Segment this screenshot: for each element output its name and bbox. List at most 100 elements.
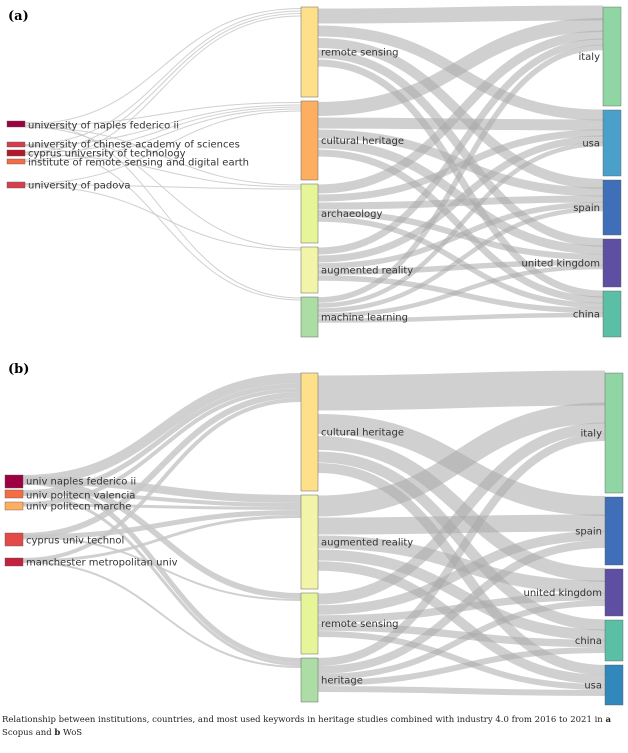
link-university-of-naples-federico-ii-to-machine-learning xyxy=(24,122,302,299)
link-university-of-naples-federico-ii-to-augmented-reality xyxy=(24,126,302,249)
keyword-node-machine-learning[interactable] xyxy=(300,296,319,338)
figure-caption: Relationship between institutions, count… xyxy=(2,714,622,740)
link-augmented-reality-to-italy xyxy=(317,402,606,517)
link-heritage-to-usa xyxy=(317,686,606,696)
link-augmented-reality-to-usa xyxy=(317,561,606,685)
country-node-spain[interactable] xyxy=(604,496,624,566)
links-layer xyxy=(22,370,606,696)
keyword-label-archaeology: archaeology xyxy=(321,209,382,220)
link-augmented-reality-to-usa xyxy=(317,135,604,263)
institution-label-cyprus-univ-technol: cyprus univ technol xyxy=(26,536,124,547)
institution-node-univ-naples-federico-ii[interactable] xyxy=(4,474,24,489)
institution-label-univ-naples-federico-ii: univ naples federico ii xyxy=(26,477,136,488)
institution-label-manchester-metropolitan-univ: manchester metropolitan univ xyxy=(26,558,178,569)
link-univ-naples-federico-ii-to-augmented-reality xyxy=(22,476,302,503)
keyword-node-cultural-heritage[interactable] xyxy=(300,372,319,492)
country-label-italy: italy xyxy=(580,429,602,440)
link-augmented-reality-to-italy xyxy=(317,38,604,255)
link-cultural-heritage-to-italy xyxy=(317,370,606,411)
link-remote-sensing-to-italy xyxy=(317,422,606,605)
link-remote-sensing-to-italy xyxy=(317,5,604,24)
link-cyprus-univ-technol-to-cultural-heritage xyxy=(22,392,302,539)
institution-label-univ-politecn-valencia: univ politecn valencia xyxy=(26,491,135,502)
institution-node-university-of-padova[interactable] xyxy=(6,181,26,189)
panel-a: (a) university of naples federico iiuniv… xyxy=(6,5,622,338)
keyword-label-cultural-heritage: cultural heritage xyxy=(321,428,404,439)
institution-node-institute-of-remote-sensing-and-digital-earth[interactable] xyxy=(6,158,26,165)
institution-node-cyprus-university-of-technology[interactable] xyxy=(6,149,26,157)
caption-text-b: Scopus and xyxy=(2,728,55,738)
sankey-figure: (a) university of naples federico ii univ… xyxy=(4,5,624,706)
link-univ-politecn-marche-to-augmented-reality xyxy=(22,503,302,510)
country-label-italy: italy xyxy=(578,52,600,63)
link-univ-politecn-valencia-to-augmented-reality xyxy=(22,491,302,507)
country-node-usa[interactable] xyxy=(602,109,622,177)
institution-label-institute-of-remote-sensing-and-digital-earth: institute of remote sensing and digital … xyxy=(28,158,249,169)
keyword-label-remote-sensing: remote sensing xyxy=(321,48,399,59)
keyword-label-machine-learning: machine learning xyxy=(321,313,408,324)
link-machine-learning-to-spain xyxy=(317,206,604,313)
country-label-usa: usa xyxy=(584,681,602,692)
country-node-usa[interactable] xyxy=(604,664,624,706)
link-heritage-to-italy xyxy=(317,433,606,666)
link-augmented-reality-to-china xyxy=(317,549,606,641)
institution-node-cyprus-univ-technol[interactable] xyxy=(4,532,24,547)
caption-text-a: Relationship between institutions, count… xyxy=(2,715,606,725)
country-node-spain[interactable] xyxy=(602,179,622,236)
institution-label-univ-politecn-marche: univ politecn marche xyxy=(26,502,131,513)
link-heritage-to-united-kingdom xyxy=(317,600,606,680)
panel-a-label: (a) xyxy=(8,9,29,24)
country-node-united-kingdom[interactable] xyxy=(602,238,622,288)
link-cyprus-university-of-technology-to-cultural-heritage xyxy=(24,106,302,154)
link-institute-of-remote-sensing-and-digital-earth-to-cultural-heritage xyxy=(24,108,302,162)
country-label-china: china xyxy=(575,636,602,647)
country-node-italy[interactable] xyxy=(604,372,624,494)
institution-node-university-of-chinese-academy-of-sciences[interactable] xyxy=(6,141,26,148)
keyword-node-augmented-reality[interactable] xyxy=(300,494,319,590)
link-univ-politecn-marche-to-cultural-heritage xyxy=(22,388,302,506)
institution-node-univ-politecn-valencia[interactable] xyxy=(4,489,24,499)
link-cyprus-university-of-technology-to-archaeology xyxy=(24,154,302,188)
link-cyprus-univ-technol-to-remote-sensing xyxy=(22,536,302,601)
institution-label-university-of-naples-federico-ii: university of naples federico ii xyxy=(28,121,179,132)
link-cultural-heritage-to-italy xyxy=(317,18,604,116)
caption-text-c: WoS xyxy=(60,728,83,738)
link-remote-sensing-to-china xyxy=(317,623,606,648)
link-univ-politecn-valencia-to-cultural-heritage xyxy=(22,383,302,495)
link-manchester-metropolitan-univ-to-augmented-reality xyxy=(22,515,302,563)
link-university-of-padova-to-cultural-heritage xyxy=(24,110,302,184)
institution-label-cyprus-university-of-technology: cyprus university of technology xyxy=(28,149,186,160)
country-node-united-kingdom[interactable] xyxy=(604,568,624,617)
link-univ-politecn-valencia-to-heritage xyxy=(22,493,302,666)
keyword-node-heritage[interactable] xyxy=(300,657,319,703)
institution-node-university-of-naples-federico-ii[interactable] xyxy=(6,120,26,128)
link-heritage-to-spain xyxy=(317,540,606,674)
link-augmented-reality-to-united-kingdom xyxy=(317,259,604,275)
country-label-usa: usa xyxy=(582,139,600,150)
keyword-node-archaeology[interactable] xyxy=(300,183,319,244)
link-university-of-chinese-academy-of-sciences-to-machine-learning xyxy=(24,145,302,301)
link-university-of-naples-federico-ii-to-archaeology xyxy=(24,126,302,186)
link-cyprus-university-of-technology-to-remote-sensing xyxy=(24,12,302,153)
keyword-node-remote-sensing[interactable] xyxy=(300,6,319,98)
country-node-china[interactable] xyxy=(602,290,622,338)
country-node-italy[interactable] xyxy=(602,6,622,107)
link-university-of-padova-to-archaeology xyxy=(24,184,302,190)
country-label-united-kingdom: united kingdom xyxy=(521,259,600,270)
link-remote-sensing-to-spain xyxy=(317,530,606,615)
keyword-node-remote-sensing[interactable] xyxy=(300,592,319,655)
country-node-china[interactable] xyxy=(604,619,624,662)
link-cultural-heritage-to-usa xyxy=(317,117,604,131)
links-layer xyxy=(24,5,604,323)
link-university-of-naples-federico-ii-to-remote-sensing xyxy=(24,7,302,125)
keyword-node-augmented-reality[interactable] xyxy=(300,246,319,294)
keyword-label-augmented-reality: augmented reality xyxy=(321,538,413,549)
keyword-node-cultural-heritage[interactable] xyxy=(300,100,319,181)
link-machine-learning-to-united-kingdom xyxy=(317,264,604,318)
link-machine-learning-to-italy xyxy=(317,44,604,303)
institution-node-manchester-metropolitan-univ[interactable] xyxy=(4,557,24,567)
institution-node-univ-politecn-marche[interactable] xyxy=(4,501,24,511)
caption-a-marker: a xyxy=(605,715,611,725)
link-univ-naples-federico-ii-to-heritage xyxy=(22,479,302,663)
